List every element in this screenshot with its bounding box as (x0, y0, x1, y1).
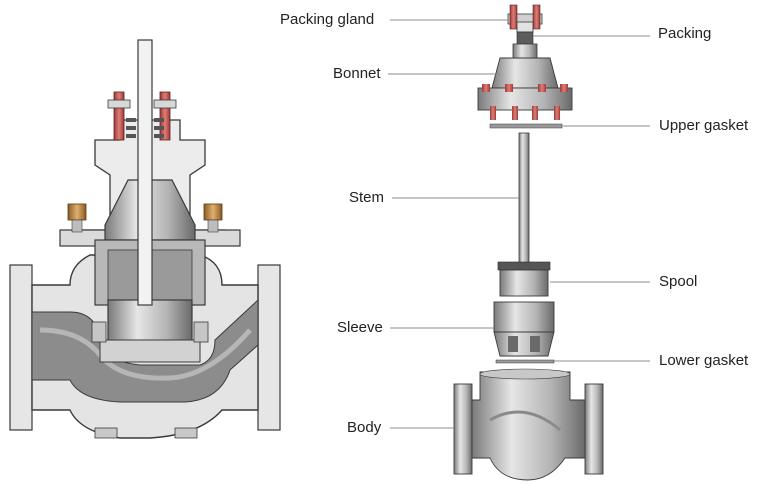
label-stem: Stem (349, 189, 385, 206)
label-upper-gasket: Upper gasket (659, 117, 749, 134)
packing-gland-part (507, 4, 543, 33)
leader-lines (388, 19, 650, 429)
exploded-view (453, 4, 604, 481)
bonnet-part (477, 43, 573, 120)
spool-part (497, 261, 551, 297)
right-flange (257, 264, 281, 431)
label-sleeve: Sleeve (337, 319, 383, 336)
spool-section (107, 299, 193, 343)
bonnet-nut-right (203, 203, 223, 221)
body-part (453, 368, 604, 481)
bonnet-bolts (482, 84, 568, 120)
cross-section-valve (9, 39, 281, 439)
packing-rings-section (126, 118, 164, 138)
label-bonnet: Bonnet (333, 65, 381, 82)
packing-stud-right (159, 91, 171, 141)
left-flange (9, 264, 33, 431)
label-spool: Spool (659, 273, 698, 290)
stem-part (518, 132, 530, 264)
label-packing: Packing (658, 25, 712, 42)
packing-part (516, 31, 534, 45)
upper-gasket-part (489, 123, 563, 129)
stem-section (137, 39, 153, 306)
label-lower-gasket: Lower gasket (659, 352, 749, 369)
lower-gasket-part (495, 359, 555, 364)
bonnet-nut-left (67, 203, 87, 221)
label-body: Body (347, 419, 382, 436)
sleeve-part (493, 301, 555, 357)
label-packing-gland: Packing gland (280, 11, 375, 28)
packing-stud-left (113, 91, 125, 141)
